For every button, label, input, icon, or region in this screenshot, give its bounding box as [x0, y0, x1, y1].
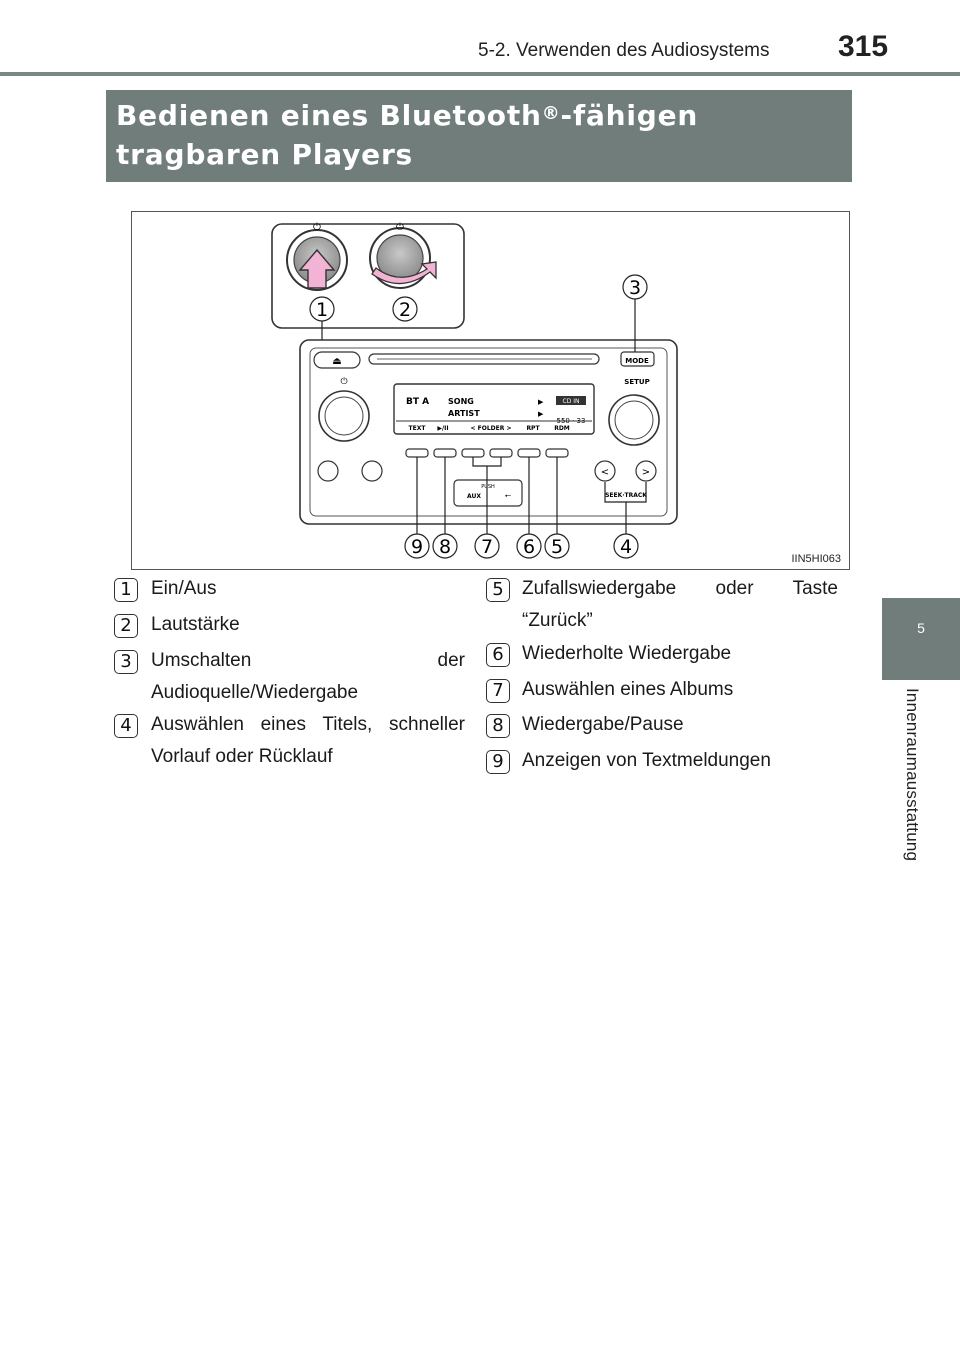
- seek-up-button: [635, 460, 657, 482]
- svg-text:PUSH: PUSH: [481, 484, 495, 490]
- svg-text:▶: ▶: [538, 398, 544, 406]
- phone-answer-button: [317, 460, 339, 482]
- svg-text:MODE: MODE: [625, 357, 649, 365]
- legend-badge-9: 9: [486, 750, 510, 774]
- svg-text:2: 2: [399, 299, 411, 321]
- callout-3: 3: [622, 274, 648, 300]
- svg-text:RPT: RPT: [526, 425, 540, 432]
- legend-text-2: Lautstärke: [151, 614, 240, 635]
- svg-text:RDM: RDM: [554, 425, 570, 432]
- section-heading: 5-2. Verwenden des Audiosystems: [478, 40, 770, 61]
- svg-text:▶: ▶: [538, 410, 544, 418]
- svg-text:4: 4: [620, 536, 632, 558]
- legend-badge-4: 4: [114, 714, 138, 738]
- callout-8: 8: [432, 533, 458, 559]
- svg-text:⏻: ⏻: [340, 376, 347, 387]
- header-rule: [0, 72, 960, 76]
- svg-text:6: 6: [523, 536, 535, 558]
- audio-unit-illustration: ⏻ ⏻ 1 2 ⏏ MODE SETUP: [271, 222, 678, 559]
- legend-text-5: Zufallswiedergabe oder Taste “Zurück”: [522, 578, 838, 631]
- chapter-tab[interactable]: 5: [882, 598, 960, 680]
- legend-text-8: Wiedergabe/Pause: [522, 714, 684, 735]
- svg-text:5: 5: [551, 536, 563, 558]
- svg-text:⭠: ⭠: [505, 491, 512, 500]
- svg-text:⏻: ⏻: [396, 222, 404, 233]
- svg-text:SETUP: SETUP: [624, 378, 649, 386]
- legend-badge-2: 2: [114, 614, 138, 638]
- callout-6: 6: [516, 533, 542, 559]
- callout-9: 9: [404, 533, 430, 559]
- svg-text:BT A: BT A: [406, 397, 429, 407]
- audio-unit-figure: ⏻ ⏻ 1 2 ⏏ MODE SETUP: [131, 211, 850, 570]
- seek-down-button: [594, 460, 616, 482]
- chapter-title: Innenraumausstattung: [903, 688, 922, 862]
- legend-badge-3: 3: [114, 650, 138, 674]
- legend-text-7: Auswählen eines Albums: [522, 679, 734, 700]
- push-arrow-icon: [298, 248, 336, 289]
- svg-text:AUX: AUX: [467, 493, 481, 500]
- svg-text:< FOLDER >: < FOLDER >: [471, 425, 512, 432]
- svg-text:>: >: [642, 467, 650, 478]
- svg-text:SONG: SONG: [448, 397, 474, 406]
- legend-badge-8: 8: [486, 714, 510, 738]
- svg-text:3: 3: [629, 277, 641, 299]
- mode-button: [620, 351, 655, 367]
- svg-text:SEEK·TRACK: SEEK·TRACK: [605, 492, 647, 499]
- title-banner: Bedienen eines Bluetooth®-fähigen tragba…: [106, 90, 852, 182]
- chapter-number: 5: [917, 620, 925, 636]
- legend-text-3: Umschalten der Audioquelle/Wiedergabe: [151, 650, 465, 703]
- legend-text-6: Wiederholte Wiedergabe: [522, 643, 732, 664]
- rotate-arrow-icon: [371, 261, 437, 285]
- legend-text-9: Anzeigen von Textmeldungen: [522, 750, 771, 771]
- legend-badge-1: 1: [114, 578, 138, 602]
- svg-text:7: 7: [481, 536, 493, 558]
- svg-text:TEXT: TEXT: [409, 425, 427, 432]
- legend-badge-6: 6: [486, 643, 510, 667]
- callout-5: 5: [544, 533, 570, 559]
- legend-badge-5: 5: [486, 578, 510, 602]
- svg-text:ARTIST: ARTIST: [448, 409, 480, 418]
- callout-7: 7: [474, 533, 500, 559]
- soft-key-row: [405, 448, 569, 458]
- figure-code: IIN5HI063: [791, 553, 841, 565]
- svg-text:▶/II: ▶/II: [437, 425, 448, 432]
- svg-text:⏏: ⏏: [332, 356, 341, 367]
- phone-hangup-button: [361, 460, 383, 482]
- callout-1-top: 1: [309, 296, 335, 322]
- svg-text:9: 9: [411, 536, 423, 558]
- legend-text-4: Auswählen eines Titels, schneller Vorlau…: [151, 714, 465, 767]
- aux-usb-panel: [453, 479, 523, 507]
- svg-text:CD IN: CD IN: [563, 398, 580, 405]
- callout-2-top: 2: [392, 296, 418, 322]
- svg-text:1: 1: [316, 299, 328, 321]
- svg-text:<: <: [601, 467, 609, 478]
- page-title: Bedienen eines Bluetooth®-fähigen tragba…: [116, 99, 699, 171]
- legend-text-1: Ein/Aus: [151, 578, 217, 599]
- registered-mark: ®: [541, 103, 561, 124]
- svg-text:⏻: ⏻: [313, 222, 321, 233]
- eject-button: [313, 351, 361, 369]
- callout-4: 4: [613, 533, 639, 559]
- svg-text:8: 8: [439, 536, 451, 558]
- page-number: 315: [838, 30, 889, 63]
- legend-badge-7: 7: [486, 679, 510, 703]
